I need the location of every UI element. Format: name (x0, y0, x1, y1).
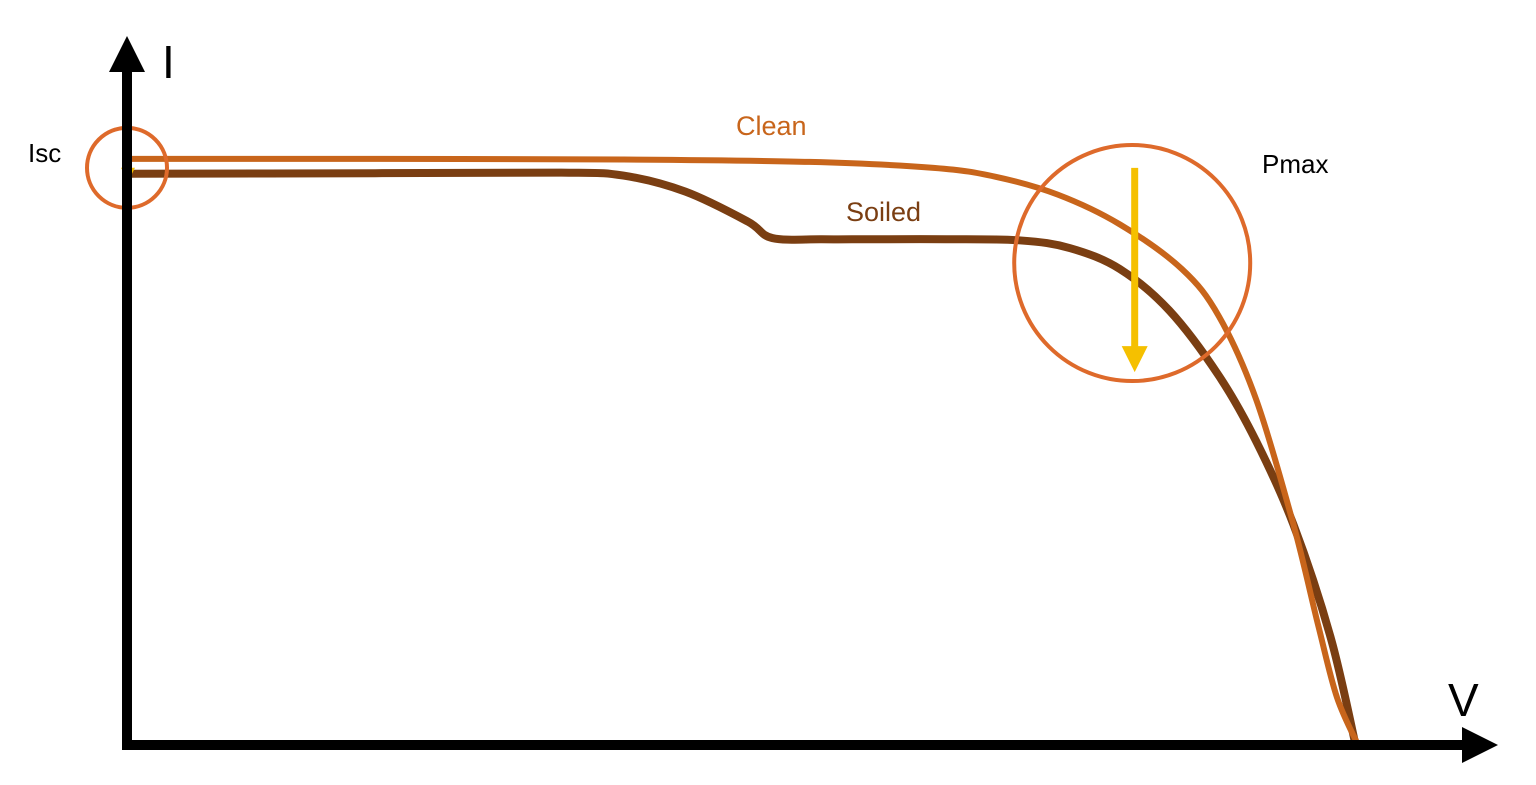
series-label-clean: Clean (736, 111, 807, 141)
series-line-soiled (123, 168, 1360, 749)
pmax-drop-arrow (1121, 167, 1148, 373)
y-axis-arrowhead (109, 36, 145, 72)
x-axis-label: V (1448, 674, 1479, 726)
pmax-label: Pmax (1262, 149, 1328, 179)
x-axis-arrowhead (1462, 727, 1498, 763)
pmax-highlight-circle (1012, 143, 1253, 384)
series-line-clean (124, 155, 1362, 748)
series-label-soiled: Soiled (846, 197, 921, 227)
axes (109, 36, 1498, 763)
isc-label: Isc (28, 138, 61, 168)
y-axis-label: I (162, 36, 175, 88)
